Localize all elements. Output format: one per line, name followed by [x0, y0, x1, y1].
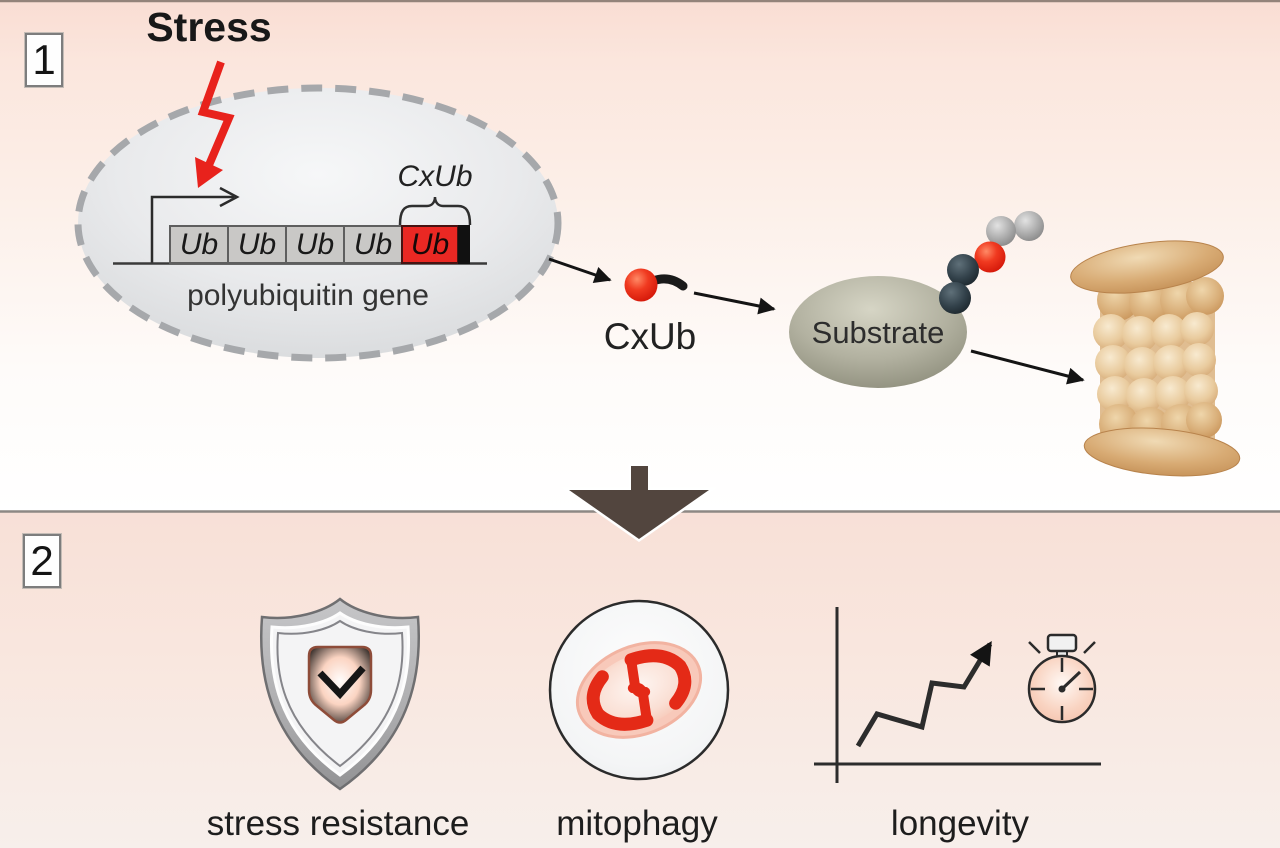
ub-gene-box-cxub: Ub: [401, 225, 459, 264]
substrate-label: Substrate: [811, 315, 945, 350]
ub-gene-box: Ub: [285, 225, 345, 264]
outcome-label-stress-resistance: stress resistance: [206, 804, 470, 843]
outcome-label-longevity: longevity: [890, 804, 1030, 843]
outcome-label-mitophagy: mitophagy: [556, 804, 718, 843]
cxub-protein-label: CxUb: [603, 316, 697, 357]
step-1-badge: 1: [25, 33, 63, 87]
stress-label: Stress: [146, 4, 272, 50]
step-2-badge: 2: [23, 534, 61, 588]
ub-gene-box-terminal: [458, 225, 470, 264]
cxub-bracket-label: CxUb: [397, 160, 473, 193]
ub-gene-box: Ub: [169, 225, 229, 264]
polyubiquitin-gene-label: polyubiquitin gene: [187, 279, 429, 312]
ub-gene-box: Ub: [227, 225, 287, 264]
ub-gene-box: Ub: [343, 225, 403, 264]
panel-2-background: [0, 512, 1280, 848]
